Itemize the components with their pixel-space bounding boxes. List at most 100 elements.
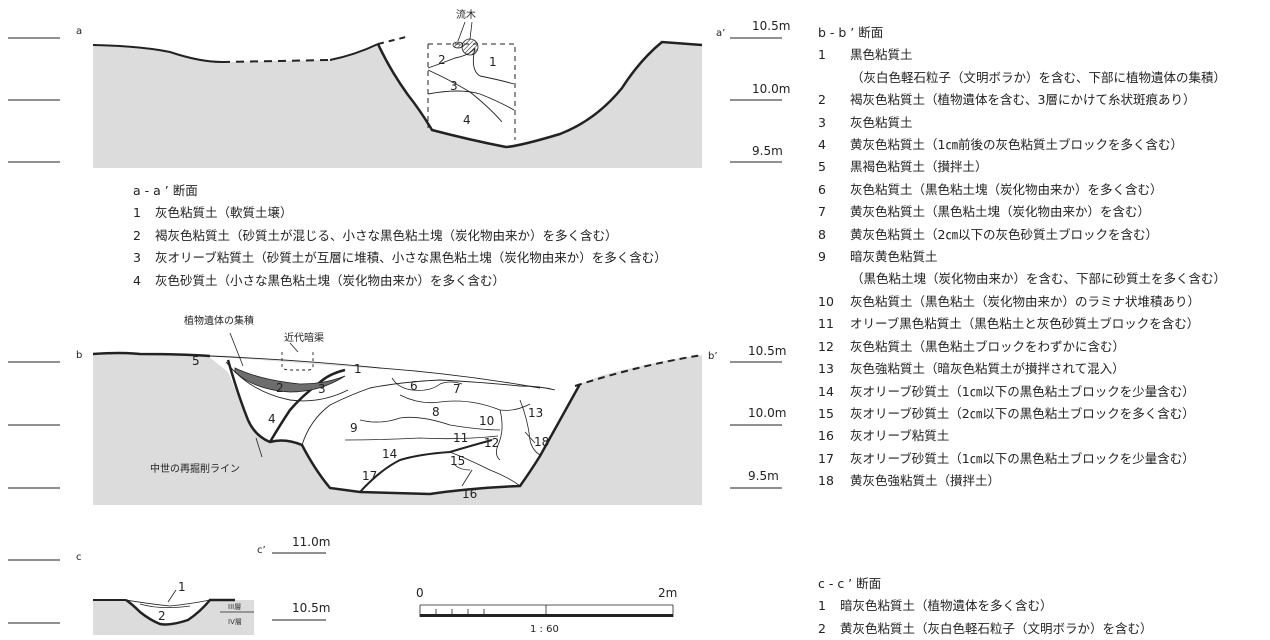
legend-item-note: （灰白色軽石粒子（文明ボラか）を含む、下部に植物遺体の集積） [851, 69, 1227, 85]
legend-item-note: （黒色粘土塊（炭化物由来か）を含む、下部に砂質土を多く含む） [851, 271, 1227, 287]
layer-number: 13 [528, 406, 543, 420]
scale-end: 2m [658, 586, 677, 600]
elev-label: 10.5m [748, 344, 786, 358]
elev-label: 10.0m [752, 82, 790, 96]
layer-number: 12 [484, 436, 499, 450]
layer-number: 6 [410, 379, 418, 393]
layer-number: 8 [432, 405, 440, 419]
leader-line [229, 332, 244, 367]
layer-number: 2 [158, 609, 166, 623]
layer-number: 14 [382, 447, 397, 461]
section-aa: a 流木 2 1 3 4 a’ 10.5m 10.0m 9.5m [8, 8, 790, 168]
layer-line [225, 361, 349, 402]
leader-line [524, 431, 536, 444]
elev-label: 10.5m [752, 19, 790, 33]
section-label-c-prime: c’ [257, 545, 266, 556]
section-label-a-prime: a’ [716, 28, 725, 39]
layer-number: 15 [450, 454, 465, 468]
layer-number: 9 [350, 421, 358, 435]
layer-line [519, 399, 541, 456]
layer-line [301, 379, 556, 446]
ground-dashed [377, 35, 411, 45]
layer-line [139, 603, 191, 608]
layer-line [449, 451, 521, 487]
layer-number: 2 [276, 381, 284, 395]
layer-line [399, 394, 531, 411]
layer-line [344, 435, 499, 441]
recut-outline [226, 359, 582, 496]
leader-line [457, 21, 466, 42]
leader-line [167, 589, 177, 603]
section-cc: c 1 2 III層 IV層 c’ 11.0m 10.5m [8, 535, 330, 635]
ground-line [92, 44, 223, 63]
layer-line [359, 416, 501, 431]
ditch-outline [376, 40, 703, 149]
driftwood-label: 流木 [456, 8, 476, 21]
elev-label: 10.0m [748, 406, 786, 420]
soil-body [93, 600, 254, 635]
layer-line [496, 409, 503, 461]
legend-title: c - c ’ 断面 [818, 576, 882, 591]
elev-label: 11.0m [292, 535, 330, 549]
section-label-a: a [76, 26, 82, 37]
driftwood-mark [452, 41, 464, 49]
drain-label: 近代暗渠 [284, 331, 324, 344]
plant-label: 植物遺体の集積 [184, 314, 254, 327]
ground-line [92, 351, 211, 358]
layer-line [454, 464, 471, 471]
elev-label: 10.5m [292, 601, 330, 615]
layer-number: 4 [463, 113, 471, 127]
layer-number: 7 [453, 382, 461, 396]
leader-line [469, 21, 473, 40]
recut-label: 中世の再掘削ライン [150, 462, 240, 475]
scale-start: 0 [416, 586, 424, 600]
layer-number: 1 [489, 55, 497, 69]
strata-label: III層 [228, 603, 241, 611]
section-label-b-prime: b’ [708, 351, 718, 362]
leader-line [289, 342, 299, 353]
elev-label: 9.5m [752, 144, 783, 158]
layer-number: 4 [268, 412, 276, 426]
layer-number: 16 [462, 487, 477, 501]
leader-line [461, 469, 473, 487]
scale-bar: 0 2m 1 : 60 [416, 586, 677, 635]
layer-number: 5 [192, 354, 200, 368]
section-bb: b 植物遺体の集積 近代暗渠 中世の再掘削ライン [8, 314, 786, 505]
recut-outline [268, 368, 346, 443]
layer-number: 17 [362, 469, 377, 483]
section-label-b: b [76, 350, 82, 361]
layer-line [427, 90, 515, 111]
layer-number: 3 [450, 79, 458, 93]
ground-line [209, 355, 541, 389]
layer-number: 10 [479, 414, 494, 428]
layer-number: 3 [318, 382, 326, 396]
legend-title: b - b ’ 断面 [818, 25, 884, 40]
layer-number: 11 [453, 431, 468, 445]
legend-title: a - a ’ 断面 [133, 183, 198, 198]
layer-number: 1 [354, 362, 362, 376]
